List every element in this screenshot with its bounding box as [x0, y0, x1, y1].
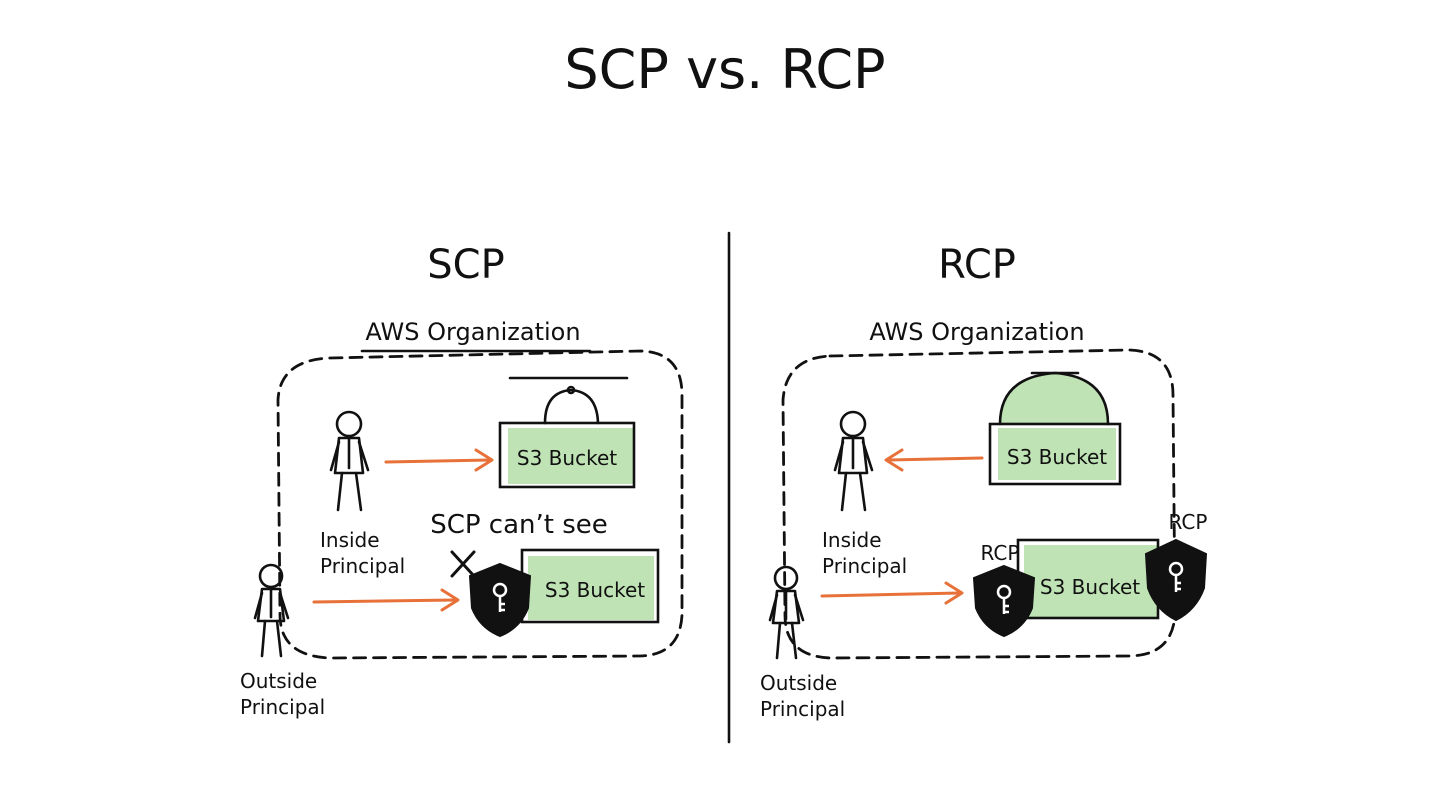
scp-inside-principal-label-line2: Principal — [320, 554, 405, 578]
rcp-panel: RCP AWS Organization S3 Bucket Inside — [760, 242, 1207, 721]
diagram-title: SCP vs. RCP — [564, 38, 885, 101]
rcp-org-label: AWS Organization — [869, 318, 1084, 346]
scp-outside-principal-label: Outside Principal — [240, 669, 325, 719]
rcp-top-bucket-label: S3 Bucket — [1007, 445, 1107, 469]
scp-outside-principal-person-icon — [253, 563, 290, 658]
rcp-right-shield-key-icon — [1144, 538, 1208, 622]
scp-note: SCP can’t see — [430, 510, 608, 540]
rcp-inside-principal-label-line2: Principal — [822, 554, 907, 578]
scp-panel-title: SCP — [427, 242, 504, 288]
scp-inside-principal-label: Inside Principal — [320, 528, 405, 578]
rcp-bottom-bucket-icon — [1016, 538, 1160, 620]
rcp-inside-principal-label: Inside Principal — [822, 528, 907, 578]
scp-top-bucket-label: S3 Bucket — [517, 446, 617, 470]
scp-org-label: AWS Organization — [365, 318, 580, 346]
rcp-bottom-bucket-label: S3 Bucket — [1040, 575, 1140, 599]
scp-cross-icon — [450, 550, 476, 578]
scp-panel: SCP AWS Organization Inside Principal — [240, 242, 684, 719]
scp-shield-key-icon — [468, 562, 532, 638]
rcp-outside-arrow-icon — [820, 581, 964, 605]
rcp-inside-principal-person-icon — [833, 410, 874, 512]
scp-top-bucket-icon — [498, 376, 636, 489]
rcp-right-shield-label: RCP — [1169, 510, 1208, 534]
rcp-inside-arrow-icon — [884, 448, 984, 472]
scp-outside-arrow-icon — [312, 588, 460, 612]
scp-org-boundary — [276, 349, 684, 660]
scp-inside-principal-person-icon — [329, 410, 370, 512]
scp-outside-principal-label-line2: Principal — [240, 695, 325, 719]
scp-inside-arrow-icon — [384, 448, 494, 472]
rcp-panel-title: RCP — [938, 242, 1016, 288]
rcp-top-bucket-icon — [988, 371, 1122, 486]
scp-bottom-bucket-label: S3 Bucket — [545, 578, 645, 602]
rcp-outside-principal-label-line2: Principal — [760, 697, 845, 721]
rcp-left-shield-key-icon — [972, 564, 1036, 638]
rcp-left-shield-label: RCP — [981, 541, 1020, 565]
rcp-outside-principal-label: Outside Principal — [760, 671, 845, 721]
rcp-org-boundary — [781, 348, 1177, 660]
rcp-outside-principal-person-icon — [768, 565, 805, 660]
